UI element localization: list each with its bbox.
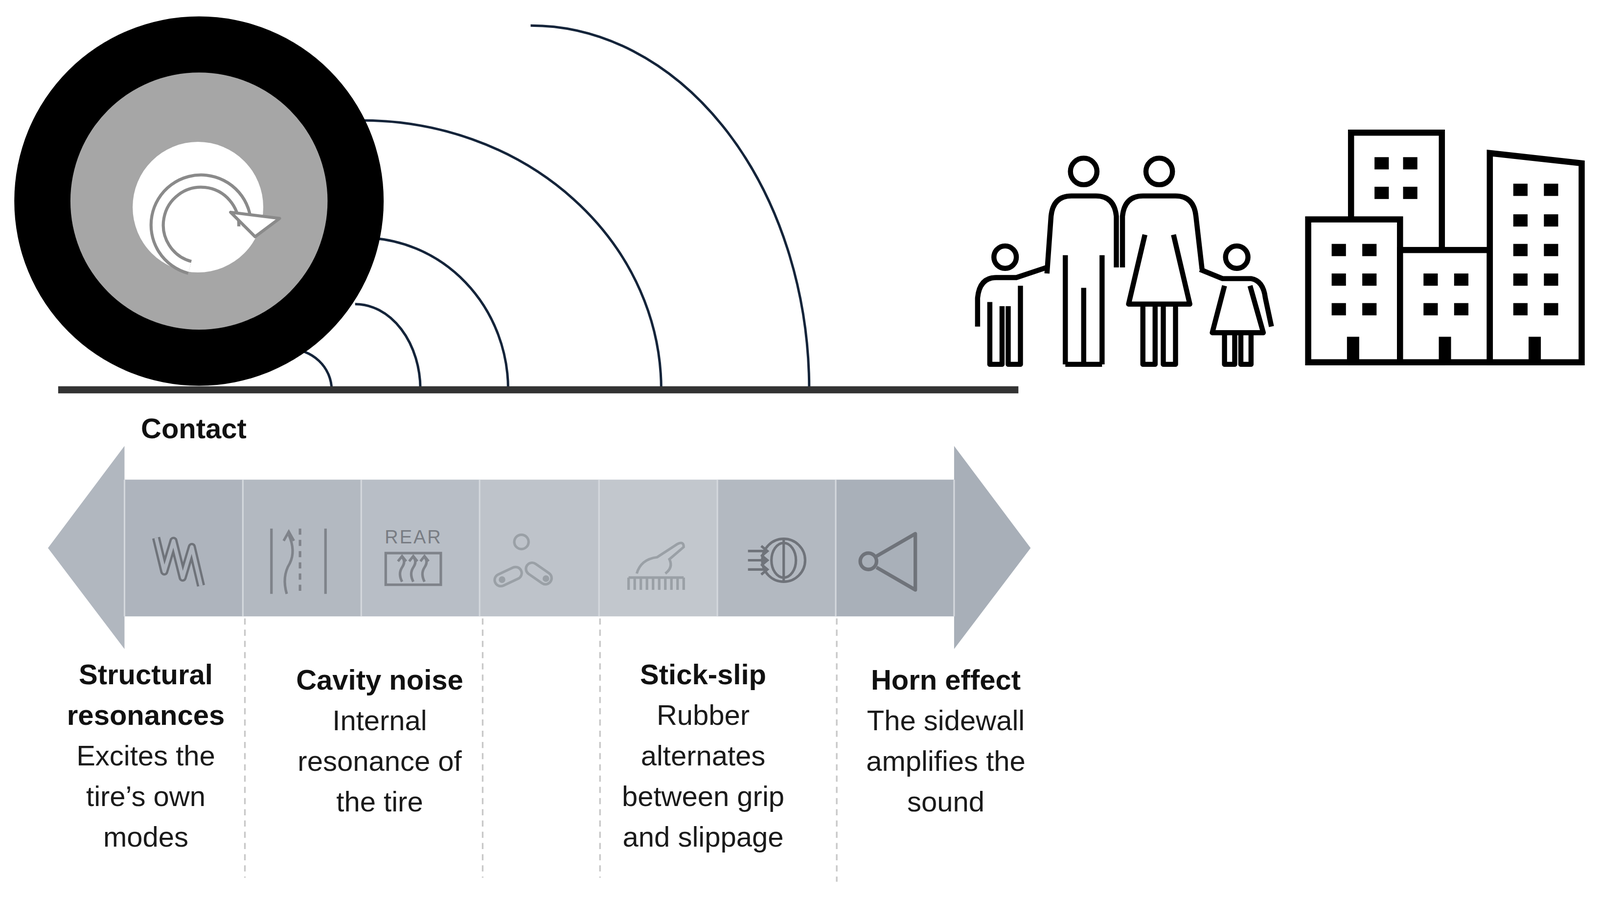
rotation-arrow (157, 181, 280, 268)
column-heading: Cavity noise (274, 659, 485, 701)
band-segment (361, 480, 480, 618)
horn-icon (860, 533, 916, 591)
arrow-head (47, 446, 125, 650)
column-heading: Horn effect (843, 659, 1049, 701)
column-separator (245, 618, 838, 882)
band-segment (242, 480, 362, 618)
hand-brush-icon (628, 543, 685, 591)
band-segment (479, 480, 599, 618)
arrow-head (954, 446, 1031, 650)
band-segment (717, 480, 836, 618)
column-heading: Stick-slip (602, 654, 804, 695)
contact-label: Contact (140, 411, 247, 446)
tire (14, 16, 384, 386)
arrow-band (47, 446, 1031, 650)
band-segment (598, 480, 718, 618)
family-icon (977, 158, 1272, 365)
column-description: Excites the tire’s own modes (50, 735, 242, 858)
road-surface (58, 386, 1019, 394)
buildings-icon (1308, 132, 1582, 363)
band-segment (835, 480, 955, 618)
column-description: Internal resonance of the tire (274, 700, 485, 823)
lane-icon (271, 528, 326, 595)
target-icon (748, 539, 806, 583)
band-segment (124, 480, 243, 618)
column-description: The sidewall amplifies the sound (843, 700, 1049, 823)
spring-icon (156, 538, 202, 587)
pill-icon (492, 534, 554, 589)
icon-text: REAR (384, 526, 443, 549)
column-description: Rubber alternates between grip and slipp… (602, 694, 804, 858)
column-heading: Structural resonances (50, 654, 242, 736)
rear-defrost-icon (385, 553, 441, 586)
